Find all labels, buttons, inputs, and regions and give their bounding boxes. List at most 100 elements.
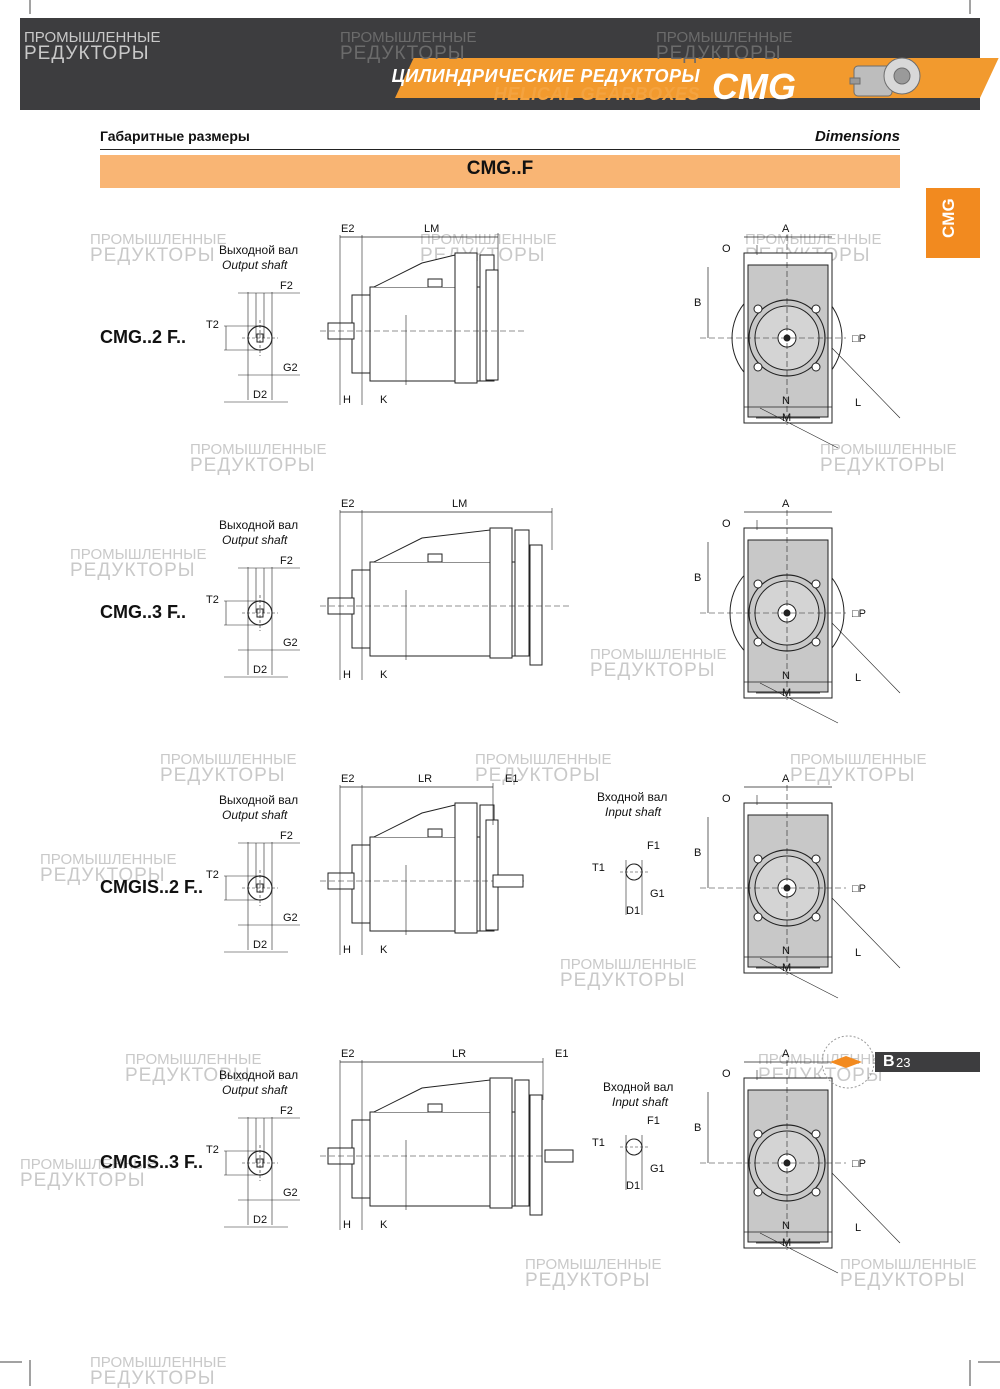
dim-label-O: O <box>722 243 731 255</box>
dim-label-G2: G2 <box>283 637 298 649</box>
dim-label-H: H <box>343 394 351 406</box>
page-number: 23 <box>896 1055 911 1070</box>
output-shaft-label-en: Output shaft <box>222 1083 288 1097</box>
dim-label-P: □P <box>852 608 866 620</box>
dim-label-E1: E1 <box>555 1048 569 1060</box>
dim-label-P: □P <box>852 883 866 895</box>
output-shaft-label-ru: Выходной вал <box>219 1068 299 1082</box>
dim-label-A: A <box>782 498 790 510</box>
dim-label-M: M <box>782 412 792 424</box>
section-title-ru: Габаритные размеры <box>100 128 250 144</box>
dim-label-F1: F1 <box>647 1115 660 1127</box>
dim-label-T2: T2 <box>206 1144 219 1156</box>
dim-label-length: LM <box>424 223 440 235</box>
header-title-ru: ЦИЛИНДРИЧЕСКИЕ РЕДУКТОРЫ <box>391 66 700 86</box>
input-shaft-label-ru: Входной вал <box>597 790 668 804</box>
dim-label-L: L <box>855 947 862 959</box>
dim-label-D2: D2 <box>253 1214 268 1226</box>
model-label: CMG..2 F.. <box>100 327 187 347</box>
dim-label-H: H <box>343 944 351 956</box>
dim-label-O: O <box>722 518 731 530</box>
input-shaft-label-en: Input shaft <box>612 1095 669 1109</box>
output-shaft-label-en: Output shaft <box>222 533 288 547</box>
dim-label-D2: D2 <box>253 939 268 951</box>
side-tab: CMG <box>926 188 980 258</box>
dim-label-G2: G2 <box>283 362 298 374</box>
dim-label-F2: F2 <box>280 1105 293 1117</box>
dim-label-D1: D1 <box>626 905 641 917</box>
dim-label-F2: F2 <box>280 830 293 842</box>
output-shaft-label-en: Output shaft <box>222 808 288 822</box>
dim-label-T1: T1 <box>592 1137 605 1149</box>
dim-label-E2: E2 <box>341 773 355 785</box>
output-shaft-label-ru: Выходной вал <box>219 793 299 807</box>
dim-label-B: B <box>694 847 702 859</box>
dim-label-M: M <box>782 1237 792 1249</box>
dim-label-T2: T2 <box>206 319 219 331</box>
model-band <box>100 155 900 188</box>
dim-label-G1: G1 <box>650 1163 665 1175</box>
dim-label-A: A <box>782 223 790 235</box>
gearbox-thumbnail-icon <box>849 57 921 97</box>
dim-label-K: K <box>380 1219 388 1231</box>
dim-label-F1: F1 <box>647 840 660 852</box>
dim-label-L: L <box>855 1222 862 1234</box>
output-shaft-label-ru: Выходной вал <box>219 243 299 257</box>
section-title-en: Dimensions <box>814 128 900 145</box>
dim-label-G2: G2 <box>283 912 298 924</box>
dim-label-E2: E2 <box>341 223 355 235</box>
dim-label-G1: G1 <box>650 888 665 900</box>
dim-label-M: M <box>782 687 792 699</box>
dim-label-D2: D2 <box>253 389 268 401</box>
dim-label-H: H <box>343 669 351 681</box>
dim-label-N: N <box>782 1220 790 1232</box>
dim-label-length: LR <box>418 773 433 785</box>
dim-label-length: LR <box>452 1048 467 1060</box>
output-shaft-label-en: Output shaft <box>222 258 288 272</box>
dim-label-K: K <box>380 944 388 956</box>
dim-label-B: B <box>694 297 702 309</box>
input-shaft-label-ru: Входной вал <box>603 1080 674 1094</box>
dim-label-H: H <box>343 1219 351 1231</box>
dim-label-F2: F2 <box>280 555 293 567</box>
dim-label-L: L <box>855 672 862 684</box>
dim-label-F2: F2 <box>280 280 293 292</box>
dim-label-B: B <box>694 572 702 584</box>
dim-label-E2: E2 <box>341 498 355 510</box>
dim-label-T2: T2 <box>206 594 219 606</box>
dim-label-P: □P <box>852 333 866 345</box>
header-product-code: CMG <box>712 66 796 107</box>
dim-label-E1: E1 <box>505 773 519 785</box>
model-label: CMGIS..2 F.. <box>100 877 204 897</box>
divider <box>100 149 900 150</box>
dim-label-L: L <box>855 397 862 409</box>
dim-label-E2: E2 <box>341 1048 355 1060</box>
model-band-title: CMG..F <box>466 158 534 179</box>
dim-label-O: O <box>722 1068 731 1080</box>
dim-label-N: N <box>782 670 790 682</box>
dim-label-O: O <box>722 793 731 805</box>
header-title-en: HELICAL GEARBOXES <box>493 84 700 104</box>
dim-label-D1: D1 <box>626 1180 641 1192</box>
output-shaft-label-ru: Выходной вал <box>219 518 299 532</box>
dim-label-K: K <box>380 394 388 406</box>
dim-label-length: LM <box>452 498 468 510</box>
dim-label-K: K <box>380 669 388 681</box>
input-shaft-label-en: Input shaft <box>605 805 662 819</box>
dim-label-M: M <box>782 962 792 974</box>
